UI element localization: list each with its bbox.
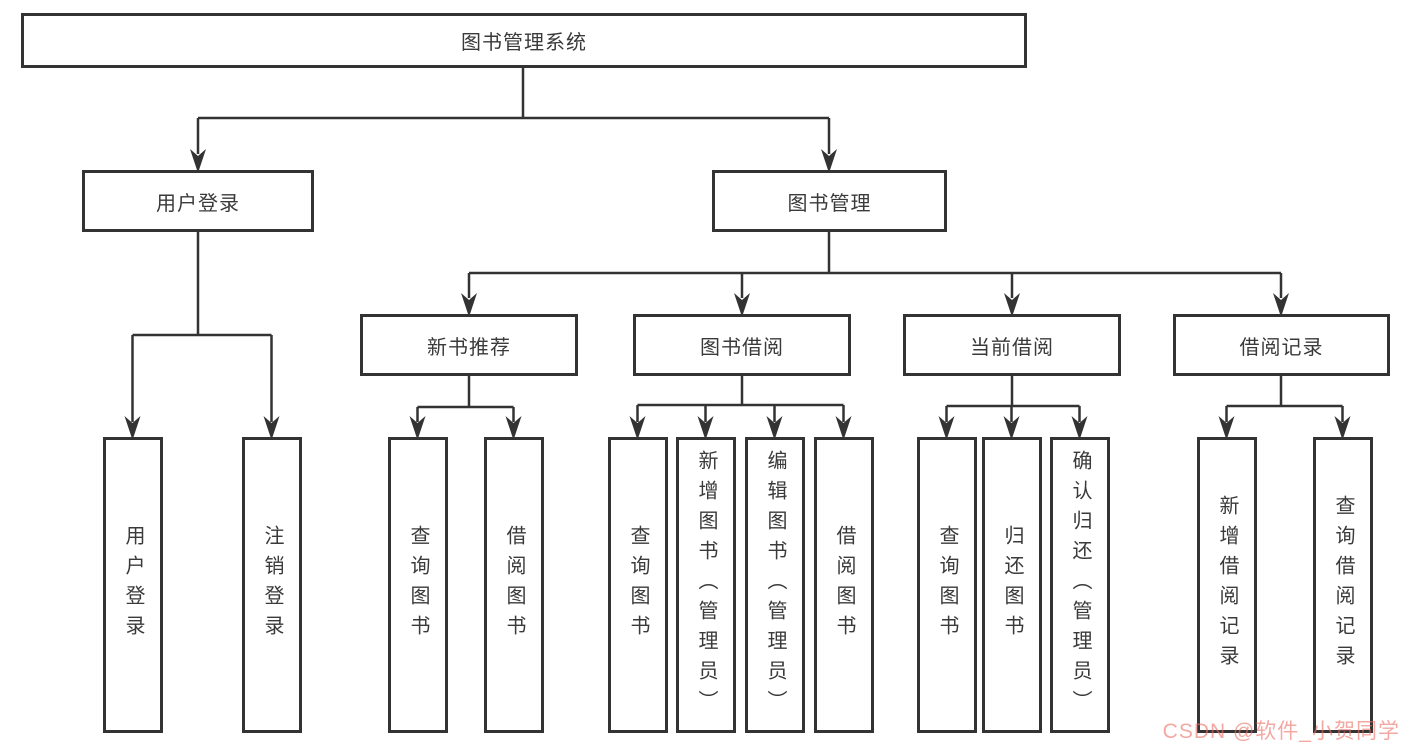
csdn-watermark: CSDN @软件_小贺同学 bbox=[1162, 720, 1400, 743]
node-label: 借阅记录 bbox=[1239, 336, 1324, 359]
leaf-query-books-recommend: 查询图书 bbox=[388, 437, 448, 733]
node-current-borrowing: 当前借阅 bbox=[903, 314, 1121, 376]
leaf-borrow-books-recommend: 借阅图书 bbox=[484, 437, 544, 733]
leaf-query-borrow-record: 查询借阅记录 bbox=[1313, 437, 1373, 733]
connector-new-book-to-leaves bbox=[409, 376, 522, 440]
node-book-borrowing: 图书借阅 bbox=[633, 314, 851, 376]
node-user-login: 用户登录 bbox=[82, 170, 314, 232]
connector-book-borrow-to-leaves bbox=[629, 376, 852, 440]
node-borrowing-records: 借阅记录 bbox=[1173, 314, 1390, 376]
node-label: 查询图书 bbox=[407, 525, 429, 645]
node-label: 归还图书 bbox=[1001, 525, 1023, 645]
connector-borrow-records-to-leaves bbox=[1218, 376, 1351, 440]
node-label: 确认归还（管理员） bbox=[1069, 450, 1091, 720]
connector-root-to-level2 bbox=[190, 68, 837, 173]
node-label: 查询借阅记录 bbox=[1332, 495, 1354, 675]
leaf-query-books-current: 查询图书 bbox=[917, 437, 977, 733]
node-book-management: 图书管理 bbox=[712, 170, 947, 232]
connector-user-login-to-leaves bbox=[124, 232, 280, 440]
leaf-user-login: 用户登录 bbox=[103, 437, 163, 733]
node-label: 借阅图书 bbox=[503, 525, 525, 645]
node-label: 图书管理系统 bbox=[461, 32, 587, 54]
leaf-add-books-admin: 新增图书（管理员） bbox=[676, 437, 736, 733]
node-label: 图书管理 bbox=[787, 192, 872, 215]
connector-current-borrow-to-leaves bbox=[938, 376, 1088, 440]
node-label: 用户登录 bbox=[122, 525, 144, 645]
leaf-logout: 注销登录 bbox=[242, 437, 302, 733]
node-new-book-recommend: 新书推荐 bbox=[360, 314, 578, 376]
node-label: 借阅图书 bbox=[833, 525, 855, 645]
node-label: 查询图书 bbox=[627, 525, 649, 645]
leaf-borrow-books: 借阅图书 bbox=[814, 437, 874, 733]
node-label: 新书推荐 bbox=[427, 336, 511, 359]
leaf-edit-books-admin: 编辑图书（管理员） bbox=[745, 437, 805, 733]
leaf-query-books-borrow: 查询图书 bbox=[608, 437, 668, 733]
node-label: 编辑图书（管理员） bbox=[764, 450, 786, 720]
node-label: 当前借阅 bbox=[970, 336, 1054, 359]
node-library-management-system: 图书管理系统 bbox=[21, 13, 1027, 68]
leaf-add-borrow-record: 新增借阅记录 bbox=[1197, 437, 1257, 733]
connector-book-mgmt-to-level3 bbox=[461, 232, 1289, 317]
node-label: 图书借阅 bbox=[700, 336, 784, 359]
node-label: 新增借阅记录 bbox=[1216, 495, 1238, 675]
node-label: 新增图书（管理员） bbox=[695, 450, 717, 720]
leaf-confirm-return-admin: 确认归还（管理员） bbox=[1050, 437, 1110, 733]
node-label: 用户登录 bbox=[156, 192, 240, 215]
node-label: 查询图书 bbox=[936, 525, 958, 645]
node-label: 注销登录 bbox=[261, 525, 283, 645]
leaf-return-books: 归还图书 bbox=[982, 437, 1042, 733]
